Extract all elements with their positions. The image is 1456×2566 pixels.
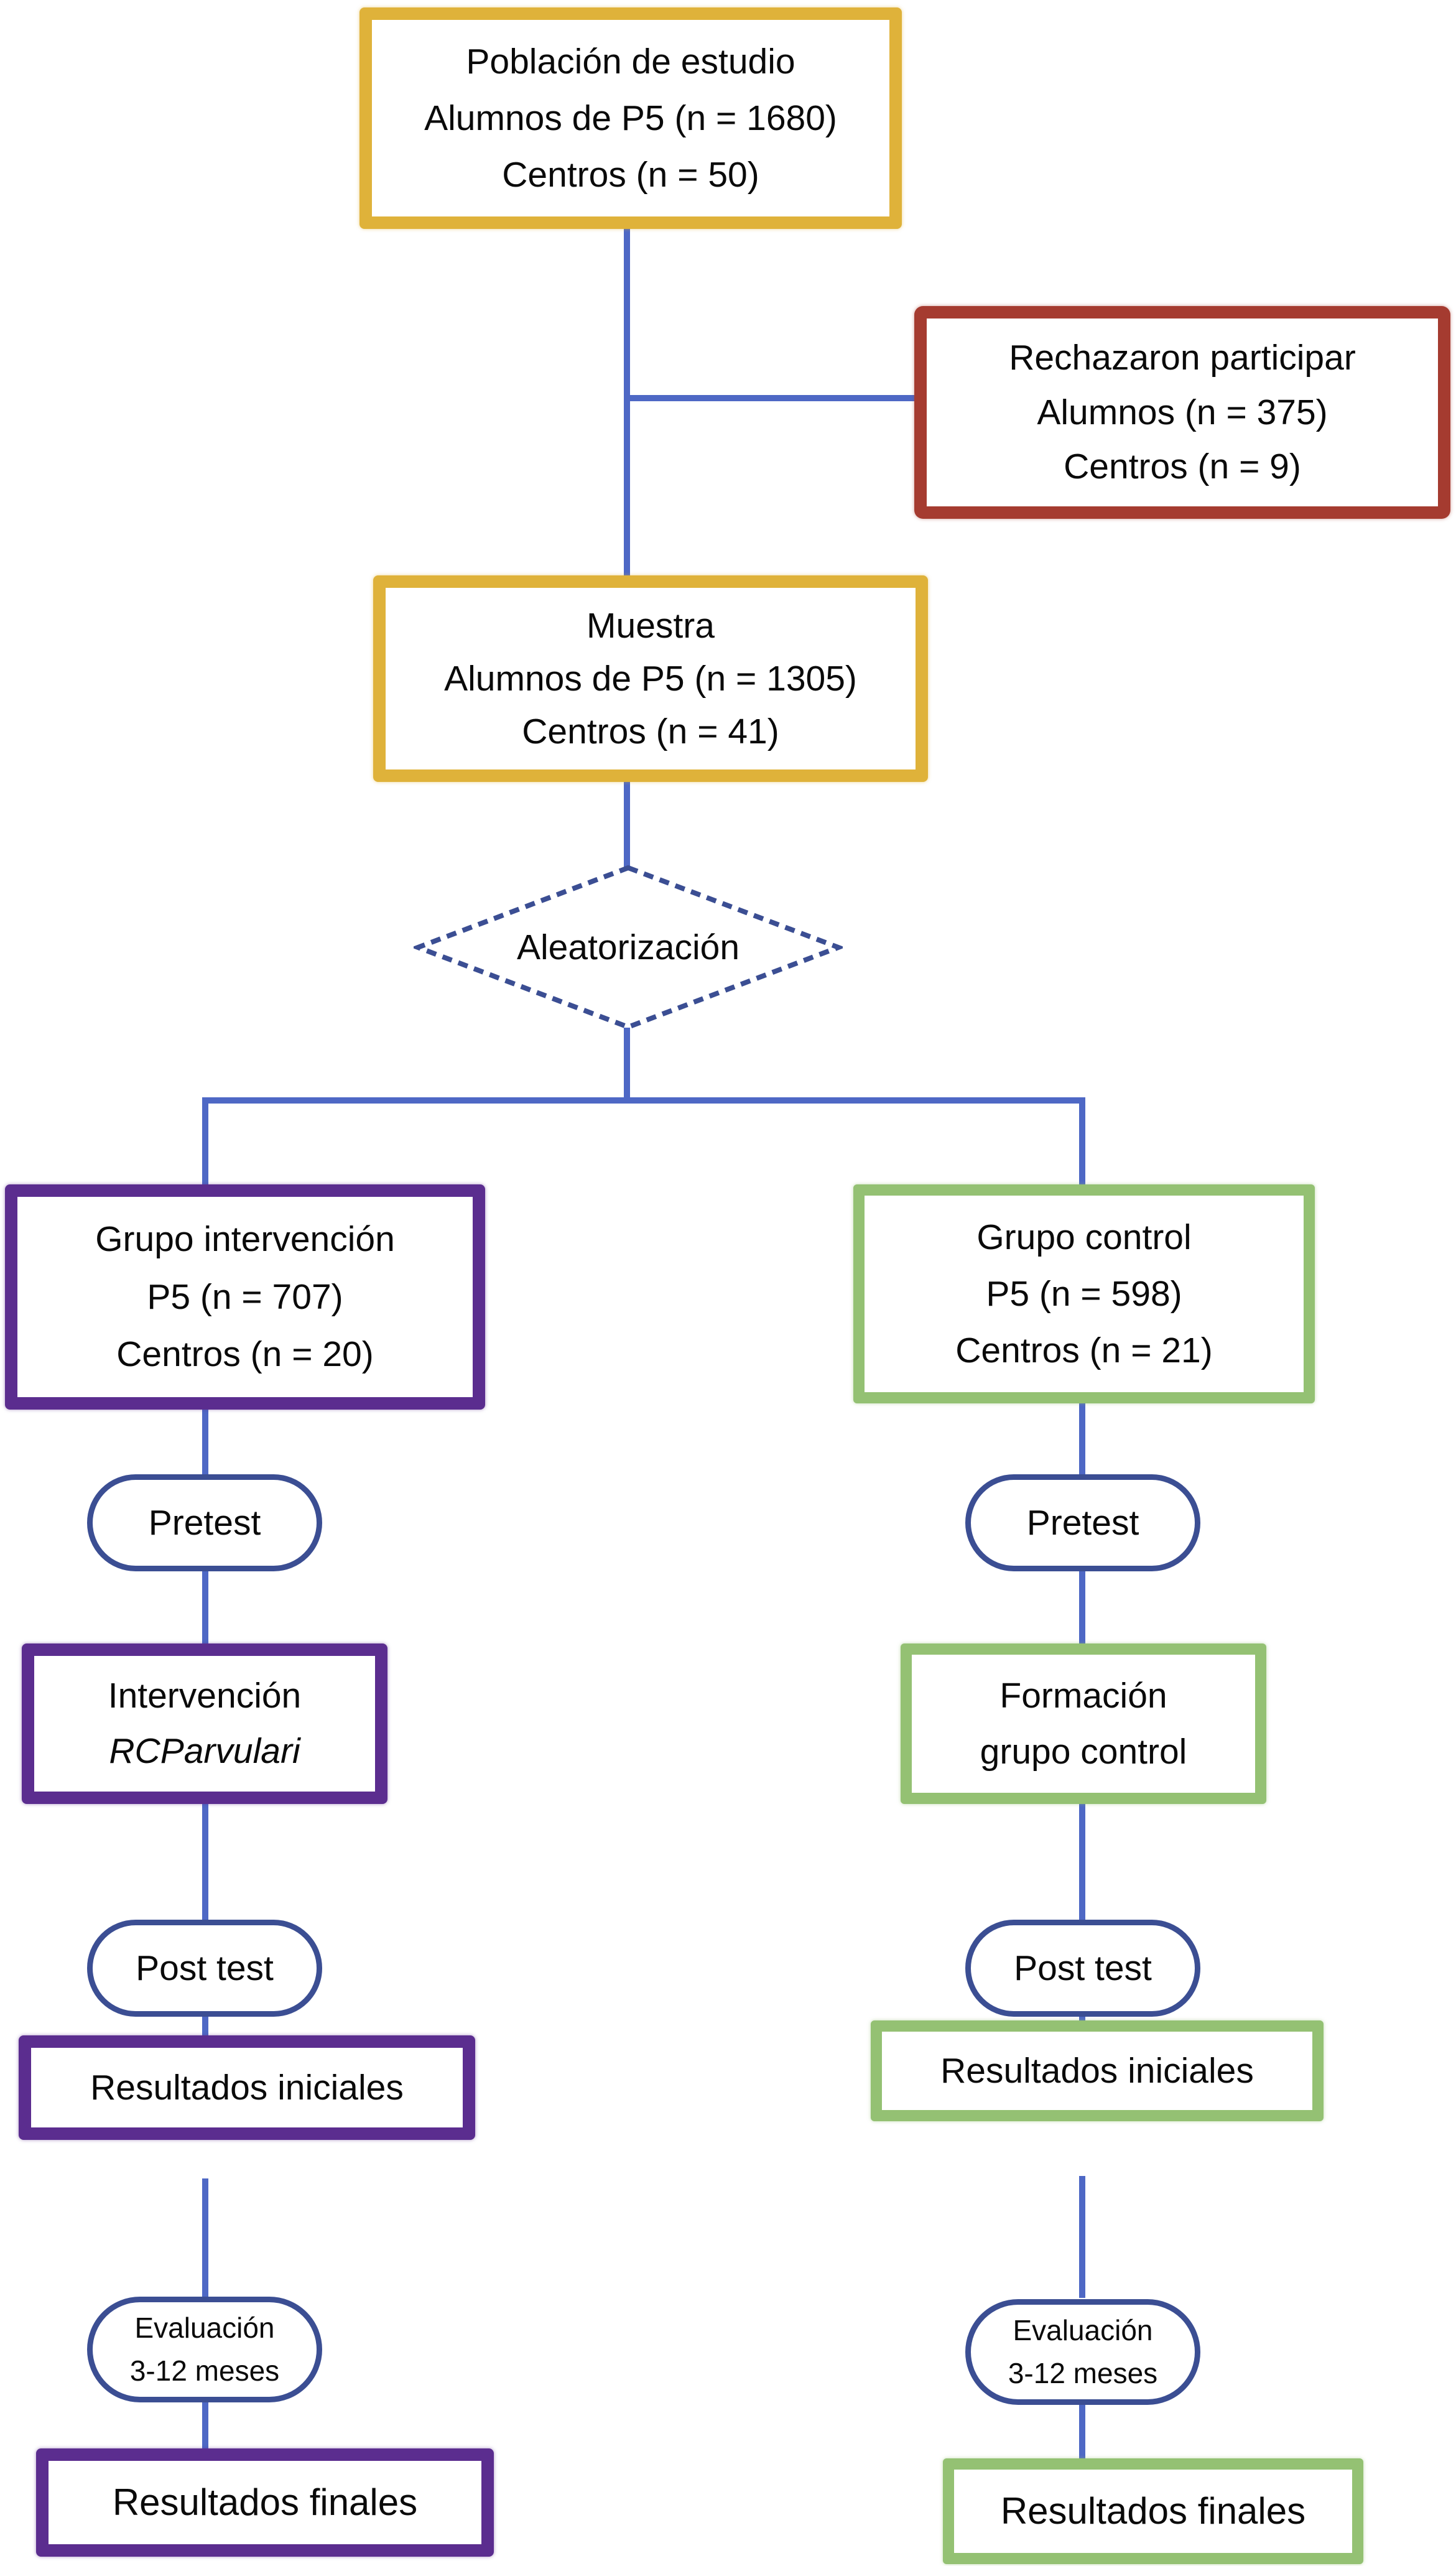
node-line: Rechazaron participar: [1009, 338, 1356, 378]
node-line: Centros (n = 21): [955, 1330, 1213, 1370]
connector-poblacion-muestra: [624, 228, 630, 577]
node-line: Post test: [136, 1948, 274, 1988]
node-resultados-iniciales-right: Resultados iniciales: [871, 2020, 1324, 2121]
node-line: Centros (n = 41): [522, 711, 779, 751]
connector-resultados-evaluacion-der: [1079, 2176, 1085, 2298]
node-rechazaron-participar: Rechazaron participar Alumnos (n = 375) …: [914, 306, 1450, 519]
node-line: Grupo intervención: [95, 1219, 395, 1260]
node-line: Resultados iniciales: [90, 2067, 404, 2108]
node-resultados-finales-left: Resultados finales: [36, 2448, 494, 2557]
node-line: P5 (n = 598): [986, 1273, 1182, 1314]
connector-split-horizontal: [202, 1097, 1085, 1104]
node-intervencion-rcparvulari: Intervención RCParvulari: [22, 1643, 387, 1804]
connector-formacion-posttest: [1079, 1803, 1085, 1921]
node-line: P5 (n = 707): [147, 1276, 343, 1317]
node-line: Post test: [1014, 1948, 1152, 1988]
connector-pretest-intervencion: [202, 1570, 208, 1645]
node-line: 3-12 meses: [1008, 2357, 1158, 2389]
node-line: Formación: [999, 1675, 1167, 1716]
node-line: RCParvulari: [109, 1731, 300, 1772]
node-line: Población de estudio: [466, 41, 795, 81]
node-grupo-control: Grupo control P5 (n = 598) Centros (n = …: [853, 1184, 1315, 1403]
connector-split-grupo-intervencion: [202, 1097, 208, 1186]
node-line: grupo control: [980, 1731, 1187, 1772]
node-line: Grupo control: [976, 1217, 1192, 1257]
connector-muestra-aleatorizacion: [624, 781, 630, 868]
node-muestra: Muestra Alumnos de P5 (n = 1305) Centros…: [373, 575, 928, 782]
node-aleatorizacion: Aleatorización: [414, 865, 843, 1030]
connector-aleatorizacion-split: [624, 1028, 630, 1100]
node-line: Alumnos de P5 (n = 1305): [444, 658, 857, 699]
node-line: Intervención: [108, 1676, 302, 1716]
node-evaluacion-left: Evaluación 3-12 meses: [87, 2297, 322, 2402]
node-posttest-left: Post test: [87, 1920, 322, 2017]
node-line: Evaluación: [134, 2312, 275, 2344]
connector-control-pretest: [1079, 1402, 1085, 1476]
node-resultados-iniciales-left: Resultados iniciales: [19, 2035, 475, 2140]
node-line: Centros (n = 20): [116, 1334, 374, 1375]
node-grupo-intervencion: Grupo intervención P5 (n = 707) Centros …: [5, 1184, 485, 1410]
node-line: Pretest: [148, 1502, 261, 1543]
node-line: Aleatorización: [516, 927, 740, 967]
node-posttest-right: Post test: [965, 1920, 1200, 2017]
node-resultados-finales-right: Resultados finales: [943, 2458, 1363, 2564]
node-formacion-grupo-control: Formación grupo control: [901, 1643, 1266, 1804]
connector-intervencion-posttest: [202, 1803, 208, 1921]
connector-split-grupo-control: [1079, 1097, 1085, 1186]
node-pretest-left: Pretest: [87, 1474, 322, 1571]
node-line: Centros (n = 9): [1064, 447, 1301, 487]
node-line: Centros (n = 50): [502, 154, 759, 195]
connector-resultados-evaluacion-izq: [202, 2178, 208, 2297]
node-line: Alumnos de P5 (n = 1680): [424, 98, 837, 138]
node-line: Alumnos (n = 375): [1037, 392, 1328, 432]
node-line: Resultados finales: [112, 2481, 418, 2523]
node-poblacion-estudio: Población de estudio Alumnos de P5 (n = …: [359, 7, 902, 229]
node-line: Resultados finales: [1000, 2490, 1306, 2532]
node-line: 3-12 meses: [129, 2354, 280, 2387]
connector-branch-rechazaron: [627, 395, 916, 401]
connector-pretest-formacion: [1079, 1570, 1085, 1645]
node-line: Pretest: [1026, 1502, 1139, 1543]
node-line: Resultados iniciales: [940, 2050, 1254, 2091]
node-pretest-right: Pretest: [965, 1474, 1200, 1571]
diamond-shape-icon: [414, 865, 843, 1030]
connector-evaluacion-finales-der: [1079, 2404, 1085, 2460]
connector-posttest-resultados-izq: [202, 2015, 208, 2038]
connector-intervencion-pretest: [202, 1408, 208, 1476]
connector-evaluacion-finales-izq: [202, 2401, 208, 2450]
node-line: Muestra: [587, 605, 715, 646]
node-evaluacion-right: Evaluación 3-12 meses: [965, 2299, 1200, 2405]
node-line: Evaluación: [1013, 2314, 1153, 2346]
